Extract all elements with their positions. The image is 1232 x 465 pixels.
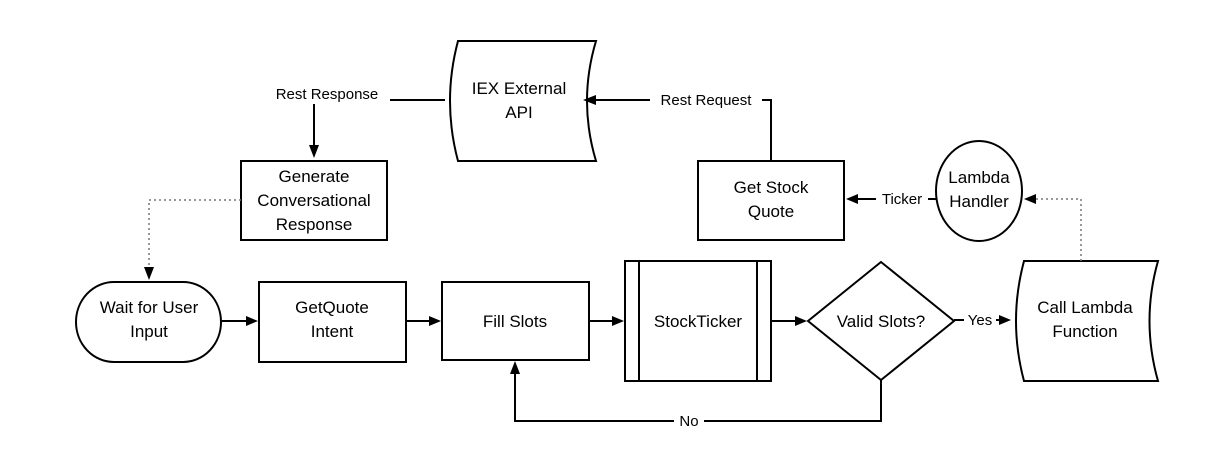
ticker-label: Ticker	[882, 191, 922, 208]
label-line: StockTicker	[654, 312, 743, 331]
stockticker-label: StockTicker	[654, 312, 743, 331]
valid-slots-label: Valid Slots?	[837, 312, 926, 331]
label-line: Quote	[748, 202, 794, 221]
stockticker-node: StockTicker	[624, 260, 772, 382]
label-line: Conversational	[257, 191, 370, 210]
label-line: Get Stock	[734, 178, 809, 197]
edge-validslots-yes: Yes	[954, 310, 1011, 330]
label-line: Call Lambda	[1037, 298, 1133, 317]
no-label: No	[679, 413, 698, 430]
label-line: Valid Slots?	[837, 312, 926, 331]
edge-intent-to-fillslots	[406, 316, 441, 326]
edge-wait-to-intent	[221, 316, 258, 326]
label-line: Response	[276, 215, 353, 234]
fill-slots-node: Fill Slots	[441, 281, 590, 361]
rest-response-label: Rest Response	[276, 86, 379, 103]
edge-iex-to-generate: Rest Response	[262, 84, 445, 158]
edge-fillslots-to-stockticker	[589, 316, 624, 326]
yes-label: Yes	[968, 312, 992, 329]
label-line: Intent	[311, 322, 354, 341]
label-line: GetQuote	[295, 298, 369, 317]
edge-generate-to-wait	[144, 199, 241, 280]
fill-slots-label: Fill Slots	[483, 312, 547, 331]
label-line: API	[505, 103, 532, 122]
label-line: Input	[130, 322, 168, 341]
label-line: IEX External	[472, 79, 567, 98]
valid-slots-node: Valid Slots?	[806, 260, 956, 382]
edge-validslots-no: No	[510, 361, 882, 431]
edge-calllambda-to-handler	[1024, 194, 1082, 261]
label-line: Handler	[949, 192, 1009, 211]
label-line: Function	[1052, 322, 1117, 341]
label-line: Lambda	[948, 168, 1010, 187]
label-line: Generate	[279, 167, 350, 186]
label-line: Fill Slots	[483, 312, 547, 331]
edge-lambda-to-getquote: Ticker	[846, 189, 936, 209]
edge-getquote-to-iex: Rest Request	[583, 90, 772, 161]
edge-stockticker-to-validslots	[771, 316, 807, 326]
rest-request-label: Rest Request	[661, 92, 753, 109]
label-line: Wait for User	[100, 298, 199, 317]
